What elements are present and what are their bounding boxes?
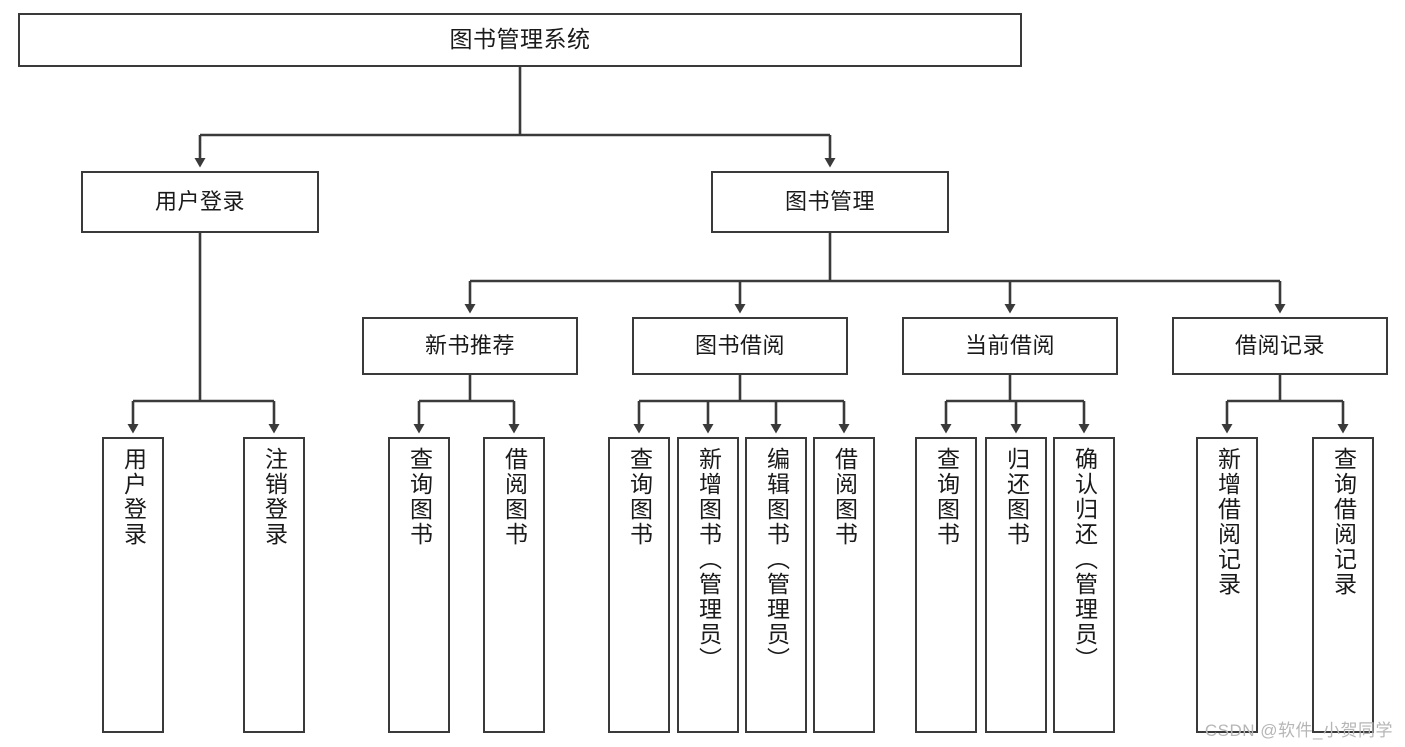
node-label: 借阅图书 <box>831 447 858 547</box>
node-leaf-user-logout[interactable]: 注销登录 <box>243 437 305 733</box>
node-label: 借阅图书 <box>501 447 528 547</box>
node-label: 用户登录 <box>154 189 245 215</box>
node-leaf-query-book-2[interactable]: 查询图书 <box>608 437 670 733</box>
node-label: 新增借阅记录 <box>1214 447 1241 597</box>
node-current-borrow[interactable]: 当前借阅 <box>902 317 1118 375</box>
node-borrow-record[interactable]: 借阅记录 <box>1172 317 1388 375</box>
node-leaf-borrow-book-2[interactable]: 借阅图书 <box>813 437 875 733</box>
node-label: 图书借阅 <box>694 333 785 359</box>
node-leaf-confirm-return[interactable]: 确认归还（管理员） <box>1053 437 1115 733</box>
node-label: 图书管理 <box>784 189 875 215</box>
node-label: 图书管理系统 <box>449 26 591 53</box>
node-label: 当前借阅 <box>964 333 1055 359</box>
node-leaf-return-book[interactable]: 归还图书 <box>985 437 1047 733</box>
node-label: 借阅记录 <box>1234 333 1325 359</box>
node-label: 用户登录 <box>120 447 147 547</box>
node-label: 确认归还（管理员） <box>1071 447 1098 672</box>
node-book-manage[interactable]: 图书管理 <box>711 171 949 233</box>
node-label: 查询图书 <box>406 447 433 547</box>
node-leaf-query-book-1[interactable]: 查询图书 <box>388 437 450 733</box>
node-label: 归还图书 <box>1003 447 1030 547</box>
node-leaf-borrow-book-1[interactable]: 借阅图书 <box>483 437 545 733</box>
node-label: 新书推荐 <box>424 333 515 359</box>
node-leaf-add-borrow-record[interactable]: 新增借阅记录 <box>1196 437 1258 733</box>
csdn-watermark: CSDN @软件_小贺同学 <box>1204 721 1393 740</box>
node-label: 注销登录 <box>261 447 288 547</box>
node-leaf-user-login[interactable]: 用户登录 <box>102 437 164 733</box>
node-label: 查询图书 <box>626 447 653 547</box>
node-leaf-query-book-3[interactable]: 查询图书 <box>915 437 977 733</box>
node-label: 新增图书（管理员） <box>695 447 722 672</box>
node-leaf-add-book[interactable]: 新增图书（管理员） <box>677 437 739 733</box>
node-leaf-query-borrow-record[interactable]: 查询借阅记录 <box>1312 437 1374 733</box>
node-label: 查询图书 <box>933 447 960 547</box>
node-root[interactable]: 图书管理系统 <box>18 13 1022 67</box>
node-new-book-recommend[interactable]: 新书推荐 <box>362 317 578 375</box>
node-label: 编辑图书（管理员） <box>763 447 790 672</box>
node-leaf-edit-book[interactable]: 编辑图书（管理员） <box>745 437 807 733</box>
node-book-borrow[interactable]: 图书借阅 <box>632 317 848 375</box>
node-label: 查询借阅记录 <box>1330 447 1357 597</box>
node-user-login[interactable]: 用户登录 <box>81 171 319 233</box>
